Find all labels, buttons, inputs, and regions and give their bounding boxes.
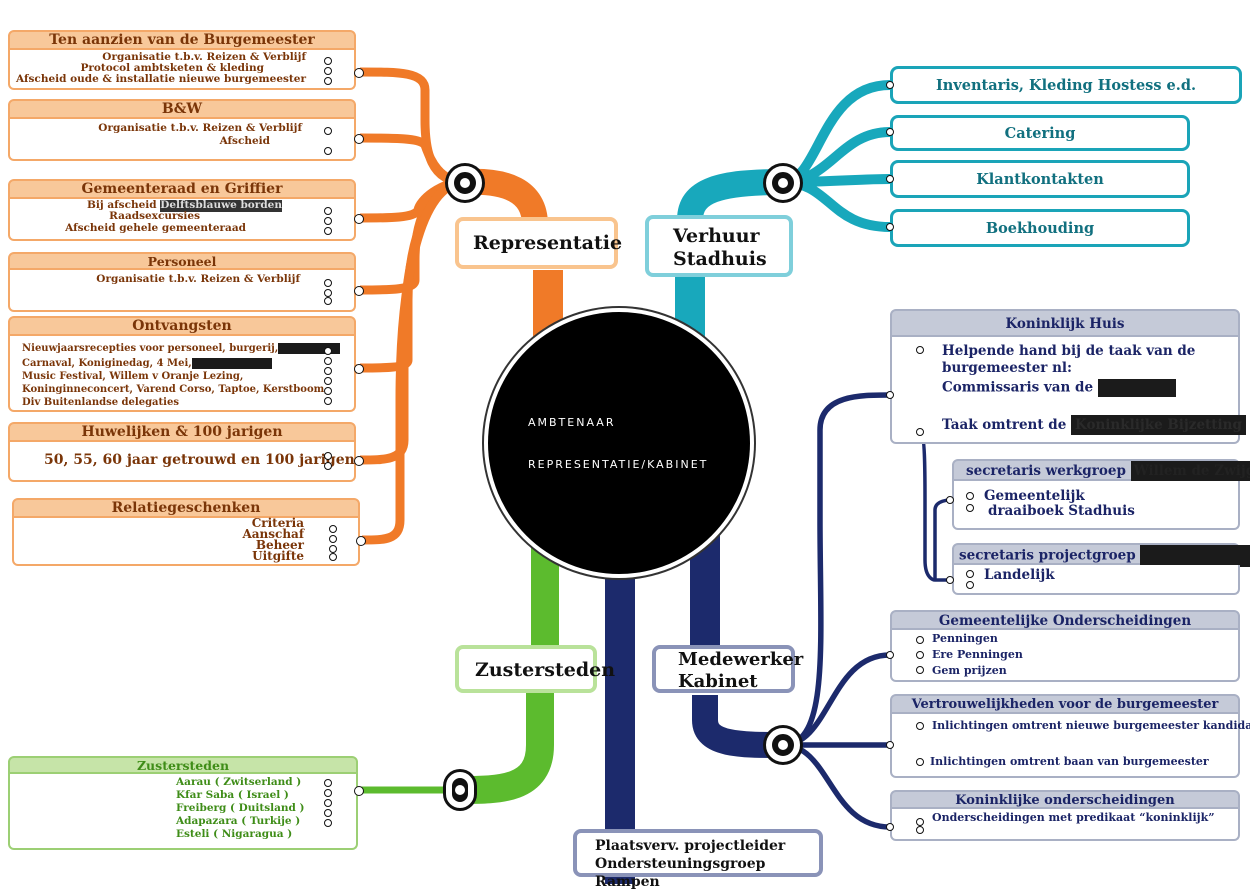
topic-item: Aanschaf [242,527,304,541]
werkgroep-item: Gemeentelijk [984,488,1085,504]
topic-title: Huwelijken & 100 jarigen [8,422,356,442]
redacted-block [278,343,341,354]
zustersteden-item: Freiberg ( Duitsland ) [176,802,305,814]
redacted-text: Willem de Zwijger [1130,461,1250,481]
center-title-line2: REPRESENTATIE/KABINET [528,458,709,471]
koninklijk-item: Helpende hand bij de taak van de [942,343,1196,359]
topic-item: Afscheid oude & installatie nieuwe burge… [16,73,306,85]
gemeentelijke-onderscheidingen-title: Gemeentelijke Onderscheidingen [890,610,1240,630]
topic-item: Bij afscheid Delftsblauwe borden [87,199,282,212]
topic-item: Afscheid [219,135,270,147]
redacted-text: Delftsblauwe borden [160,199,282,212]
zustersteden-title: Zustersteden [8,756,358,774]
projectgroep-item: Landelijk [984,567,1055,583]
topic-item: 50, 55, 60 jaar getrouwd en 100 jarigen [44,452,355,468]
verhuur-item-catering[interactable]: Catering [890,115,1190,151]
koninklijke-onderscheidingen-title: Koninklijke onderscheidingen [890,790,1240,809]
topic-title: Personeel [8,252,356,270]
branch-plaatsverv[interactable]: Plaatsverv. projectleider Ondersteunings… [573,829,823,890]
representatie-hub-node [448,166,482,200]
center-node[interactable]: AMBTENAAR REPRESENTATIE/KABINET [488,312,750,574]
onderscheiding-item: Penningen [932,632,998,645]
topic-item: Div Buitenlandse delegaties [22,397,179,408]
topic-title: Ontvangsten [8,316,356,336]
topic-item: Criteria [251,516,304,530]
redacted-block [1140,545,1250,567]
branch-verhuur-stadhuis[interactable]: Verhuur Stadhuis [645,215,793,277]
topic-item: Uitgifte [252,549,304,563]
zustersteden-hub-node [446,772,474,808]
topic-item: Nieuwjaarsrecepties voor personeel, burg… [22,342,341,355]
koninklijk-item: Taak omtrent de Koninklijke Bijzetting [942,415,1246,435]
medewerker-hub-node [766,728,800,762]
topic-item: Beheer [255,538,304,552]
vertrouwelijkheid-item: Inlichtingen omtrent nieuwe burgemeester… [932,719,1250,732]
branch-zustersteden[interactable]: Zustersteden [455,645,615,693]
topic-item: Organisatie t.b.v. Reizen & Verblijf [96,273,300,285]
topic-item: Koninginneconcert, Varend Corso, Taptoe,… [22,384,328,395]
vertrouwelijkheden-title: Vertrouwelijkheden voor de burgemeester [890,694,1240,714]
koninklijk-huis-title: Koninklijk Huis [890,309,1240,337]
verhuur-item-inventaris[interactable]: Inventaris, Kleding Hostess e.d. [890,66,1242,104]
topic-item: Music Festival, Willem v Oranje Lezing, [22,371,244,382]
topic-title: Relatiegeschenken [12,498,360,518]
redacted-block [191,358,272,369]
werkgroep-title: secretaris werkgroep Willem de Zwijger [952,459,1250,481]
koninklijke-onderscheiding-item: Onderscheidingen met predikaat “koninkli… [932,811,1215,824]
redacted-text: Koninklijke Bijzetting [1071,415,1246,435]
redacted-block [1097,379,1176,397]
verhuur-item-klantkontakten[interactable]: Klantkontakten [890,160,1190,198]
branch-representatie[interactable]: Representatie [455,217,622,269]
projectgroep-title: secretaris projectgroep [952,543,1250,567]
topic-item: Organisatie t.b.v. Reizen & Verblijf [102,51,306,63]
werkgroep-item: draaiboek Stadhuis [988,503,1135,519]
topic-title: B&W [8,99,356,119]
topic-item: Organisatie t.b.v. Reizen & Verblijf [98,122,302,134]
zustersteden-item: Aarau ( Zwitserland ) [176,776,302,788]
topic-item: Carnaval, Koniginedag, 4 Mei, [22,357,272,370]
verhuur-item-boekhouding[interactable]: Boekhouding [890,209,1190,247]
vertrouwelijkheid-item: Inlichtingen omtrent baan van burgemeest… [930,755,1209,768]
zustersteden-item: Esteli ( Nigaragua ) [176,828,293,840]
topic-item: Raadsexcursies [109,210,200,222]
topic-title: Ten aanzien van de Burgemeester [8,30,356,50]
topic-item: Protocol ambtsketen & kleding [80,62,264,74]
koninklijk-item: Commissaris van de [942,379,1176,397]
koninklijk-item: burgemeester nl: [942,360,1073,376]
zustersteden-item: Kfar Saba ( Israel ) [176,789,289,801]
topic-item: Afscheid gehele gemeenteraad [65,222,246,234]
branch-medewerker-kabinet[interactable]: Medewerker Kabinet [652,645,803,693]
verhuur-hub-node [766,166,800,200]
center-title-line1: AMBTENAAR [528,416,616,429]
topic-title: Gemeenteraad en Griffier [8,179,356,199]
zustersteden-item: Adapazara ( Turkije ) [176,815,301,827]
onderscheiding-item: Ere Penningen [932,648,1023,661]
onderscheiding-item: Gem prijzen [932,664,1007,677]
